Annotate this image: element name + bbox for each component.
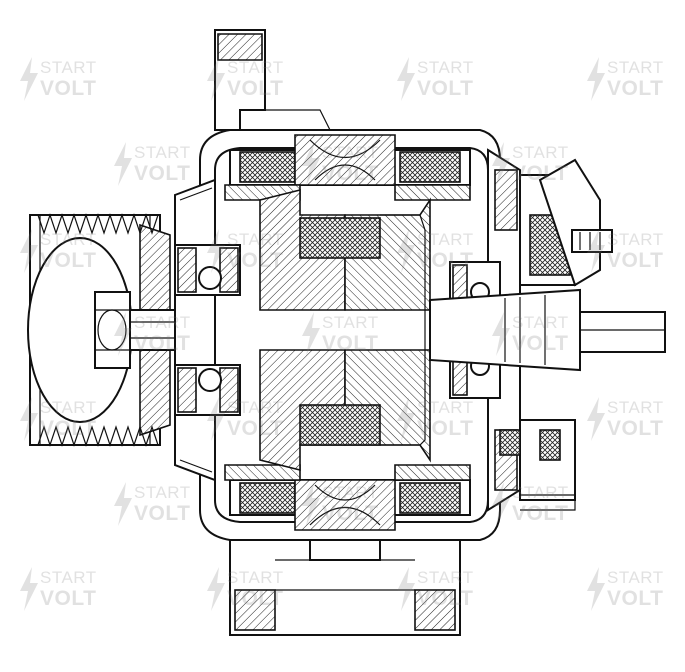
rear-housing bbox=[487, 148, 613, 512]
rear-bearing bbox=[429, 261, 581, 399]
rotor-claw-poles bbox=[259, 188, 431, 472]
front-bearing bbox=[174, 244, 241, 416]
pulley-grooves-top bbox=[37, 213, 159, 235]
upper-mounting-ear bbox=[240, 109, 331, 131]
stator-bottom bbox=[224, 464, 471, 531]
pulley-nut bbox=[94, 291, 131, 369]
pulley-grooves-bottom bbox=[37, 425, 159, 447]
stator-top bbox=[224, 134, 471, 201]
lower-mounting-foot bbox=[229, 539, 461, 636]
rear-output-terminal bbox=[579, 311, 666, 353]
